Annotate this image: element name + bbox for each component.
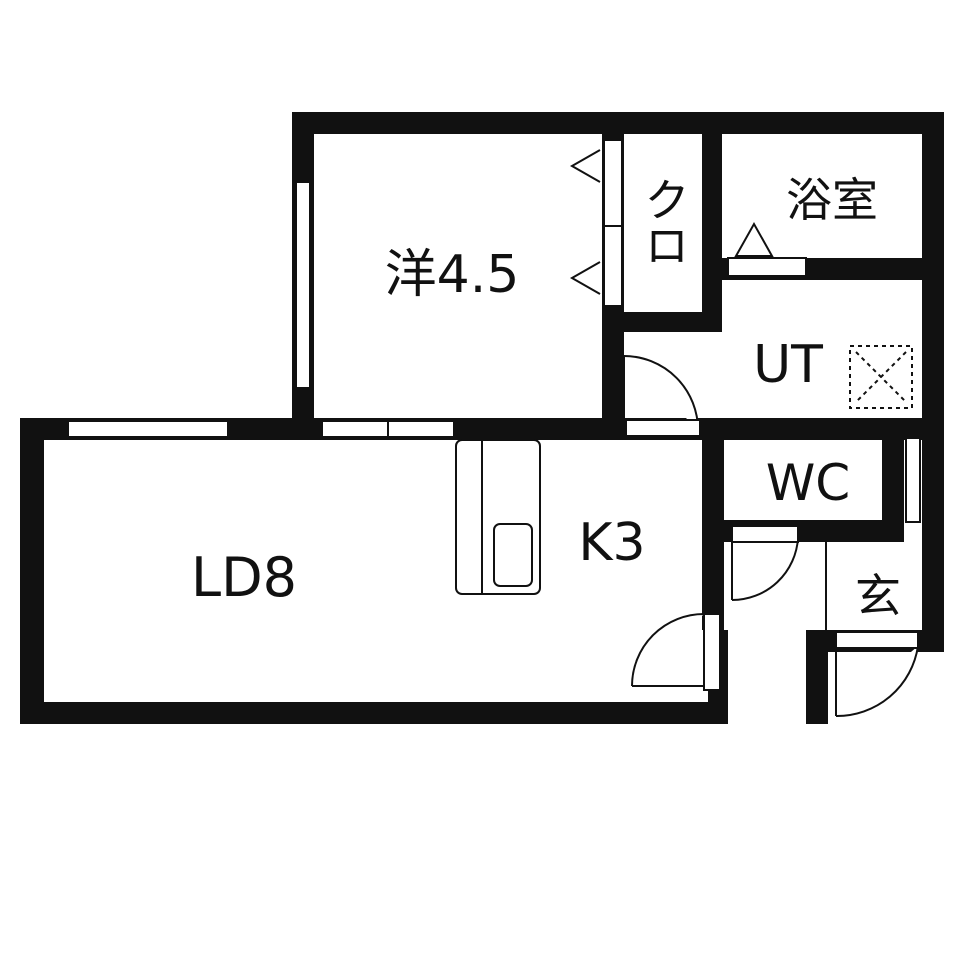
room-labels: 洋4.5 クロ 浴室 UT WC LD8 K3 玄 [191,173,901,623]
wall-closet-right [702,112,722,332]
door-frame-hall [703,613,721,691]
wall-utility-bottom [702,418,944,440]
closet-door-panel-upper [603,139,623,231]
window-ld-top [67,420,229,438]
wall-closet-bottom [602,312,722,332]
bath-door-arrow [734,221,774,257]
bath-door [727,221,807,277]
kitchen-counter [455,439,541,595]
label-bath: 浴室 [786,173,878,227]
wall-left-lower [20,418,44,724]
door-swing-utility [623,355,699,431]
wall-wc-right [882,418,904,542]
wall-entrance-step-side [806,630,828,724]
washer-pan-outline [849,345,913,409]
wall-bottom [20,702,728,724]
door-frame-utility [625,419,701,437]
label-living-dining: LD8 [191,546,297,609]
label-western: 洋4.5 [385,245,520,305]
wall-right [922,112,944,652]
closet-door-arrow-upper [569,149,601,183]
closet-door-arrow-lower [569,261,601,295]
label-utility: UT [753,335,823,395]
closet-doors [569,139,623,307]
window-western-bottom-a [321,420,389,438]
wall-kitchen-right [702,418,724,538]
closet-door-panel-lower [603,225,623,307]
label-closet: クロ [637,176,691,268]
washer-pan-diag-b [855,351,907,403]
door-frame-entrance [835,631,919,649]
label-kitchen: K3 [578,513,645,573]
window-western-bottom-b [387,420,455,438]
sink-icon [493,523,533,587]
label-toilet: WC [766,454,850,512]
window-right-wc [905,437,921,523]
door-swing-entrance [835,645,919,718]
label-entrance: 玄 [855,569,901,623]
window-western-left [295,181,311,389]
washer-pan-icon [849,345,913,409]
bath-door-panel [727,257,807,277]
windows [67,181,921,523]
door-swings [623,355,919,718]
door-swing-wc [731,537,799,602]
door-frame-wc [731,525,799,543]
door-swing-hall [631,613,705,687]
wall-hall-left [702,520,724,630]
